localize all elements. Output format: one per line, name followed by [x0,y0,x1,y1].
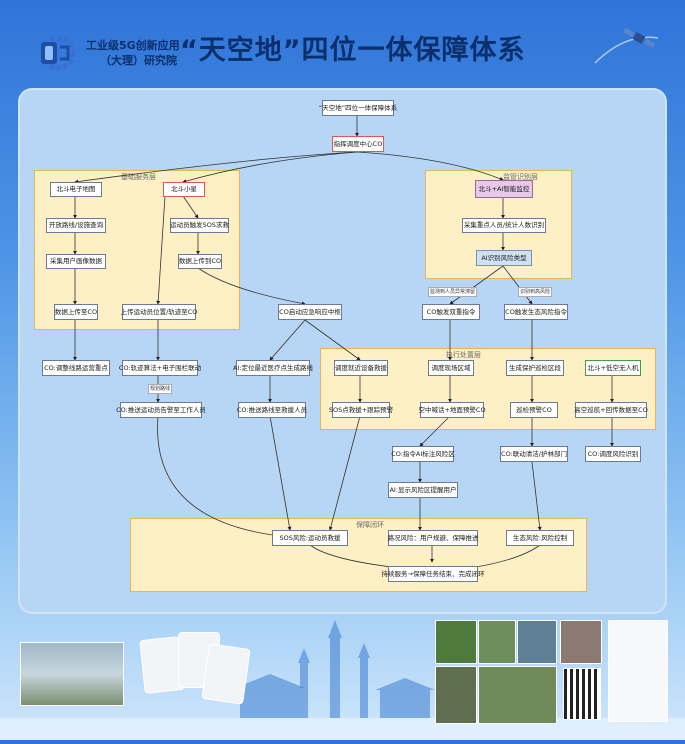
node-final: 持续服务→保障任务结束、完成闭环 [382,566,484,582]
node-beidou-drone: 北斗+低空无人机 [585,360,641,376]
node-root: “天空地”四位一体保障体系 [319,100,397,116]
node-data-upload: 数据上传到CO [178,254,222,269]
node-beidou-small: 北斗小星 [163,182,205,197]
node-sos-rescue: SOS风险:运动员救援 [272,530,348,546]
field-photo-3 [517,620,557,664]
node-collect-user: 采集用户画像数据 [46,254,106,269]
street-photo [560,620,602,664]
node-beidou-map: 北斗电子地图 [50,182,102,197]
node-co-trigger-eco: CO触发生态风险指令 [504,304,568,320]
node-co-drone-id: CO:调度风险识别 [585,446,641,462]
node-sos-send: SOS点救援+跟踪预警 [329,402,393,418]
node-data-to-co: 数据上传至CO [54,304,98,320]
group-guarantee-label: 保障闭环 [356,521,384,529]
device-card-photo-3 [201,643,251,705]
node-eco-risk: 生态风险:风险控制 [506,530,574,546]
org-name-line1: 工业级5G创新应用 [86,39,180,52]
node-ai-notice: AI:显示风险区提醒用户 [388,482,458,498]
node-dispatch-rescue: 调度就近设备救援 [334,360,388,376]
node-center: 指挥调度中心CO [332,136,384,152]
node-aerial-bridge: 高空巡航+回传数据至CO [574,402,648,418]
field-photo-1 [435,620,477,664]
bottom-decoration [0,618,685,740]
node-co-emergency: CO启动应急响应中枢 [278,304,342,320]
node-sos-request: 运动员触发SOS求救 [170,218,229,233]
node-co-track: CO:轨迹算法+电子围栏联动 [119,360,201,376]
node-ai-risk: AI识别风险类型 [476,250,532,266]
group-basic-label: 基础服务层 [121,173,156,181]
node-adjust-route: CO:调整线路运营重点 [42,360,110,376]
node-collect-crowd: 采集重点人员/统计人数识别 [462,218,546,233]
node-co-link-env: CO:联动清洁/护林部门 [500,446,568,462]
field-photo-2 [478,620,516,664]
node-open-track: 开放路线/设施查询 [46,218,106,233]
node-eco-patrol: 生成保护巡检区段 [506,360,564,376]
satellite-icon [594,28,659,64]
node-co-notify: CO:推送运动员告警至工作人员 [116,402,206,418]
field-photo-5 [478,666,557,724]
node-upload-loc: 上传运动员位置/轨迹至CO [121,304,197,320]
qr-code-photo [563,668,601,720]
group-monitor-label: 监管识别层 [503,173,538,181]
header: 工业级5G创新应用 （大理）研究院 “天空地”四位一体保障体系 [0,0,685,90]
node-beidou-ai: 北斗+AI智能监控 [475,180,533,198]
node-route-risk: 路况风险：用户规避、保障推进 [388,530,479,546]
edge-label-route: 规划路线 [148,384,173,394]
institute-logo-icon [40,35,76,71]
group-exec-label: 执行处置层 [446,351,481,359]
drone-lake-photo [20,642,124,706]
node-air-ground: 空中喊话+地面预警CO [418,402,486,418]
page-title: “天空地”四位一体保障体系 [180,35,526,66]
edge-label-risk: 识别到高风险 [518,287,553,297]
field-photo-4 [435,666,477,724]
node-co-ai-point: CO:指令AI标注风险区 [391,446,455,462]
node-co-trigger-crowd: CO触发双重指令 [422,304,480,320]
node-dispatch-field: 调度现场区域 [428,360,474,376]
edge-label-crowd: 监测到人员异常滞留 [428,287,478,297]
org-name-line2: （大理）研究院 [100,54,177,67]
node-ai-locate: AI:定位最近医疗点生成路线 [233,360,313,376]
node-patrol-warning: 巡检预警CO [510,402,558,418]
node-co-rescue: CO:推送路线至救援人员 [237,402,307,418]
app-screen-photo [608,620,668,722]
